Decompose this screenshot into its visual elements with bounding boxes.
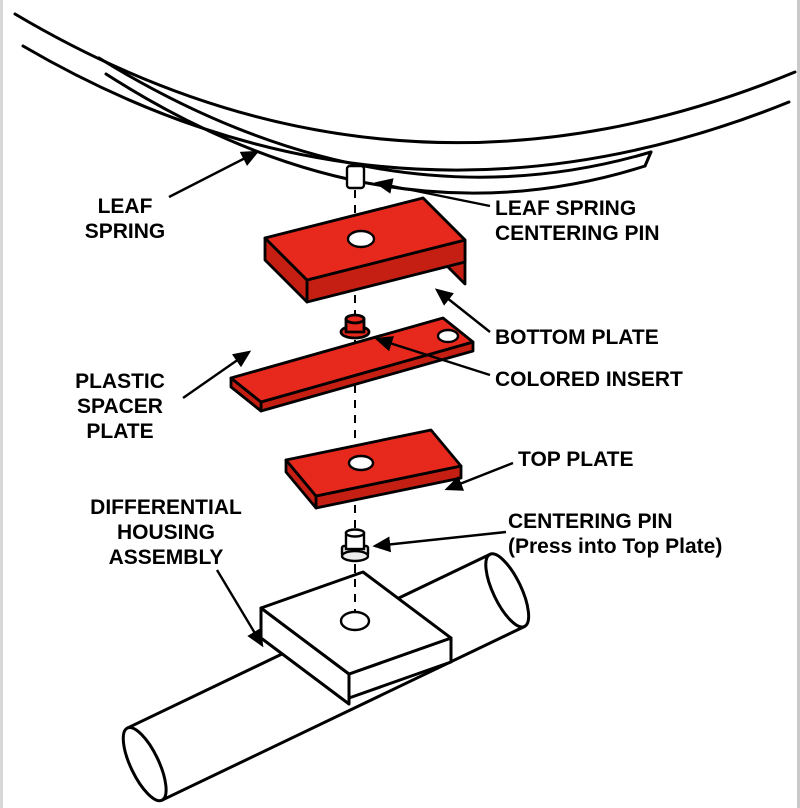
label-leaf-spring: LEAF SPRING bbox=[85, 194, 166, 244]
diagram-canvas bbox=[13, 12, 797, 803]
arrow-differential-housing bbox=[215, 569, 264, 648]
label-line: (Press into Top Plate) bbox=[508, 535, 723, 558]
arrow-bottom-plate bbox=[434, 288, 491, 333]
label-line: SPRING bbox=[84, 220, 166, 243]
spacer-plate-hole bbox=[436, 328, 460, 344]
plastic-spacer-plate-drawing bbox=[229, 316, 475, 413]
label-line: HOUSING bbox=[116, 521, 215, 544]
leaf-spring-drawing bbox=[13, 12, 797, 195]
label-bottom-plate: BOTTOM PLATE bbox=[495, 325, 659, 350]
label-leaf-spring-centering-pin: LEAF SPRING CENTERING PIN bbox=[495, 196, 660, 246]
colored-insert-top bbox=[344, 313, 366, 325]
tube-left-open-end bbox=[121, 726, 168, 803]
label-differential-housing-assembly: DIFFERENTIAL HOUSING ASSEMBLY bbox=[90, 495, 242, 570]
label-centering-pin: CENTERING PIN (Press into Top Plate) bbox=[508, 509, 722, 559]
callout-arrows bbox=[168, 150, 514, 648]
label-line: CENTERING PIN bbox=[495, 222, 660, 245]
leaf-spring-main-top-edge bbox=[13, 12, 797, 145]
arrow-colored-insert bbox=[374, 336, 491, 377]
top-plate-drawing bbox=[284, 428, 463, 510]
bottom-plate-hole bbox=[346, 229, 376, 249]
centering-pin-drawing bbox=[340, 528, 370, 563]
lower-pin-base-bottom bbox=[340, 549, 370, 563]
label-line: COLORED INSERT bbox=[495, 368, 683, 391]
label-line: LEAF SPRING bbox=[495, 197, 637, 220]
arrow-centering-pin bbox=[372, 530, 507, 553]
leaf-spring-second-bottom-edge bbox=[104, 72, 647, 195]
arrow-top-plate bbox=[444, 461, 514, 491]
label-line: PLASTIC bbox=[75, 370, 165, 393]
leaf-spring-main-bottom-edge bbox=[21, 44, 791, 172]
label-plastic-spacer-plate: PLASTIC SPACER PLATE bbox=[75, 369, 165, 444]
label-line: ASSEMBLY bbox=[108, 546, 224, 569]
label-line: TOP PLATE bbox=[518, 448, 634, 471]
label-line: PLATE bbox=[86, 420, 154, 443]
arrow-leaf-spring bbox=[168, 150, 260, 199]
label-colored-insert: COLORED INSERT bbox=[495, 367, 683, 392]
arrow-plastic-spacer-plate bbox=[182, 350, 252, 399]
leaf-spring-centering-pin-drawing bbox=[345, 164, 366, 190]
top-pin-body bbox=[345, 164, 366, 190]
label-line: SPACER bbox=[77, 395, 163, 418]
label-line: BOTTOM PLATE bbox=[495, 326, 659, 349]
perch-hole bbox=[339, 610, 371, 632]
spacer-plate-top-face bbox=[229, 316, 475, 404]
leaf-spring-second-end-cap bbox=[643, 150, 653, 168]
arrow-leaf-spring-centering-pin bbox=[374, 178, 491, 208]
leaf-spring-second-top-edge bbox=[97, 56, 653, 179]
label-line: DIFFERENTIAL bbox=[90, 496, 242, 519]
label-line: LEAF bbox=[97, 195, 153, 218]
top-plate-hole bbox=[347, 454, 375, 472]
tube-bottom-edge bbox=[160, 625, 527, 802]
label-top-plate: TOP PLATE bbox=[518, 447, 634, 472]
bottom-plate-drawing bbox=[263, 196, 467, 304]
tube-right-end-cap bbox=[484, 552, 531, 629]
label-line: CENTERING PIN bbox=[508, 510, 673, 533]
colored-insert-drawing bbox=[339, 313, 371, 340]
lower-pin-top bbox=[344, 528, 366, 538]
